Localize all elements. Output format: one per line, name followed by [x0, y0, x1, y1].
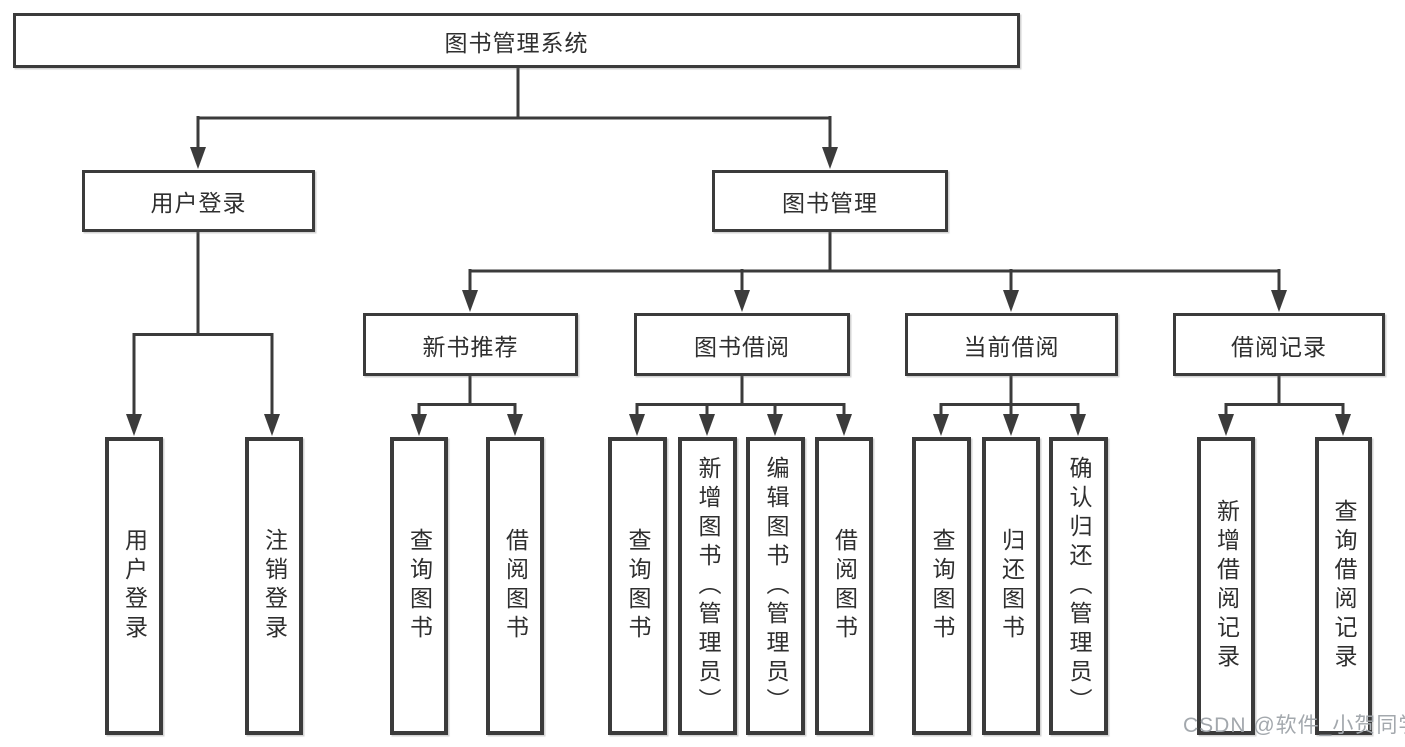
arrowhead-icon	[629, 414, 645, 436]
node-current-borrow: 当前借阅	[905, 313, 1118, 376]
arrowhead-icon	[1218, 414, 1234, 436]
arrowhead-icon	[1003, 290, 1019, 312]
arrowhead-icon	[1335, 414, 1351, 436]
node-book-management: 图书管理	[712, 170, 948, 232]
arrowhead-icon	[190, 147, 206, 169]
arrowhead-icon	[822, 147, 838, 169]
leaf-current-query-label: 查询图书	[929, 528, 955, 644]
leaf-record-query-label: 查询借阅记录	[1331, 499, 1357, 673]
leaf-record-add: 新增借阅记录	[1197, 437, 1255, 735]
arrowhead-icon	[767, 414, 783, 436]
leaf-current-return: 归还图书	[982, 437, 1040, 735]
node-new-book-recommend: 新书推荐	[363, 313, 578, 376]
arrowhead-icon	[1271, 290, 1287, 312]
leaf-record-add-label: 新增借阅记录	[1213, 499, 1240, 673]
node-user-login-label: 用户登录	[150, 190, 247, 216]
arrowhead-icon	[264, 414, 280, 436]
leaf-current-return-label: 归还图书	[998, 528, 1025, 644]
leaf-borrow-edit-label: 编辑图书（管理员）	[763, 455, 789, 717]
leaf-current-query: 查询图书	[912, 437, 971, 735]
node-root-label: 图书管理系统	[444, 29, 589, 56]
leaf-newbook-query-label: 查询图书	[406, 528, 433, 644]
leaf-borrow-add-label: 新增图书（管理员）	[695, 455, 721, 717]
node-user-login: 用户登录	[82, 170, 315, 232]
arrowhead-icon	[699, 414, 715, 436]
leaf-current-confirm-return: 确认归还（管理员）	[1049, 437, 1108, 735]
leaf-user-login-label: 用户登录	[121, 528, 148, 644]
node-book-borrow: 图书借阅	[634, 313, 850, 376]
leaf-newbook-borrow-label: 借阅图书	[502, 528, 529, 644]
leaf-borrow-query: 查询图书	[608, 437, 667, 735]
node-borrow-record-label: 借阅记录	[1231, 333, 1327, 360]
csdn-watermark: CSDN @软件_小贺同学	[1183, 714, 1405, 737]
leaf-borrow-query-label: 查询图书	[625, 528, 651, 644]
leaf-record-query: 查询借阅记录	[1315, 437, 1372, 735]
node-current-borrow-label: 当前借阅	[963, 333, 1060, 360]
leaf-borrow-edit: 编辑图书（管理员）	[746, 437, 805, 735]
arrowhead-icon	[462, 290, 478, 312]
leaf-newbook-query: 查询图书	[390, 437, 448, 735]
arrowhead-icon	[1003, 414, 1019, 436]
leaf-logout: 注销登录	[245, 437, 303, 735]
arrowhead-icon	[933, 414, 949, 436]
leaf-borrow-book-label: 借阅图书	[831, 528, 858, 644]
connector-path	[132, 68, 1345, 416]
node-new-book-recommend-label: 新书推荐	[422, 333, 519, 360]
leaf-current-confirm-return-label: 确认归还（管理员）	[1066, 455, 1092, 717]
arrowhead-icon	[411, 414, 427, 436]
arrowhead-icon	[836, 414, 852, 436]
node-borrow-record: 借阅记录	[1173, 313, 1385, 376]
node-book-management-label: 图书管理	[782, 190, 878, 216]
leaf-newbook-borrow: 借阅图书	[486, 437, 544, 735]
arrowhead-icon	[507, 414, 523, 436]
node-root: 图书管理系统	[13, 13, 1020, 68]
leaf-borrow-book: 借阅图书	[815, 437, 873, 735]
arrowhead-icon	[126, 414, 142, 436]
leaf-borrow-add: 新增图书（管理员）	[678, 437, 737, 735]
node-book-borrow-label: 图书借阅	[694, 333, 790, 360]
leaf-logout-label: 注销登录	[261, 528, 288, 644]
leaf-user-login: 用户登录	[105, 437, 163, 735]
arrowhead-icon	[734, 290, 750, 312]
arrowhead-icon	[1070, 414, 1086, 436]
